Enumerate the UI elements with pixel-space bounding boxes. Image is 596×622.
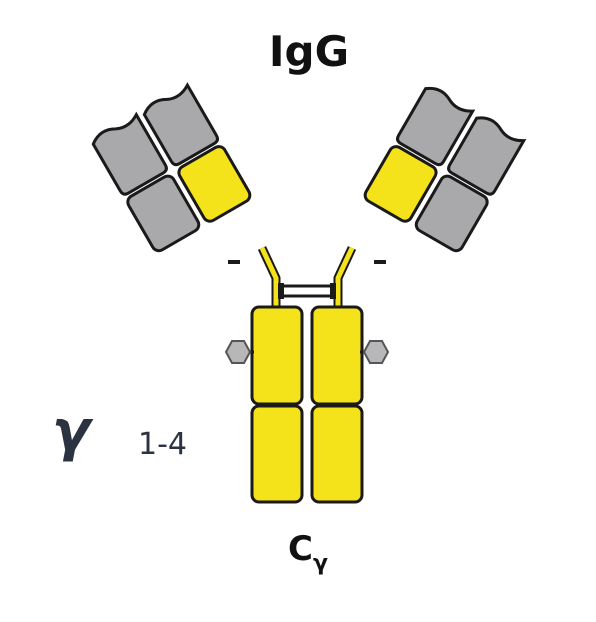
- constant-label-base: C: [288, 529, 313, 569]
- constant-label-subscript: γ: [313, 551, 328, 576]
- right-light-chain: [414, 116, 527, 253]
- fc-region: [250, 305, 364, 504]
- right-ch2-domain: [310, 305, 364, 406]
- diagram-title: IgG: [269, 27, 349, 76]
- right-glycan: [360, 340, 390, 364]
- right-light-chain-variable-domain: [447, 116, 527, 196]
- left-fab-arm: [91, 82, 252, 253]
- left-glycan: [224, 340, 254, 364]
- subclass-range: 1-4: [138, 427, 187, 462]
- left-light-chain-constant-domain: [126, 174, 201, 253]
- left-heavy-chain-ch1-domain: [177, 145, 252, 223]
- constant-region-label: Cγ: [288, 529, 328, 576]
- left-ch3-domain: [250, 404, 304, 504]
- left-light-chain-variable-domain: [91, 111, 168, 196]
- hinge-region: [257, 246, 357, 306]
- left-ch2-domain: [250, 305, 304, 406]
- right-heavy-chain-variable-domain: [396, 86, 476, 167]
- right-fab-arm: [363, 86, 527, 253]
- left-heavy-chain-variable-domain: [142, 82, 219, 167]
- right-heavy-chain-ch1-domain: [363, 145, 438, 223]
- disulfide-bridge: [278, 283, 336, 299]
- left-heavy-chain-fab: [142, 82, 252, 223]
- right-heavy-chain-fab: [363, 86, 476, 223]
- left-light-chain: [91, 111, 201, 253]
- right-light-chain-constant-domain: [414, 174, 489, 253]
- gamma-symbol: γ: [52, 399, 94, 464]
- right-ch3-domain: [310, 404, 364, 504]
